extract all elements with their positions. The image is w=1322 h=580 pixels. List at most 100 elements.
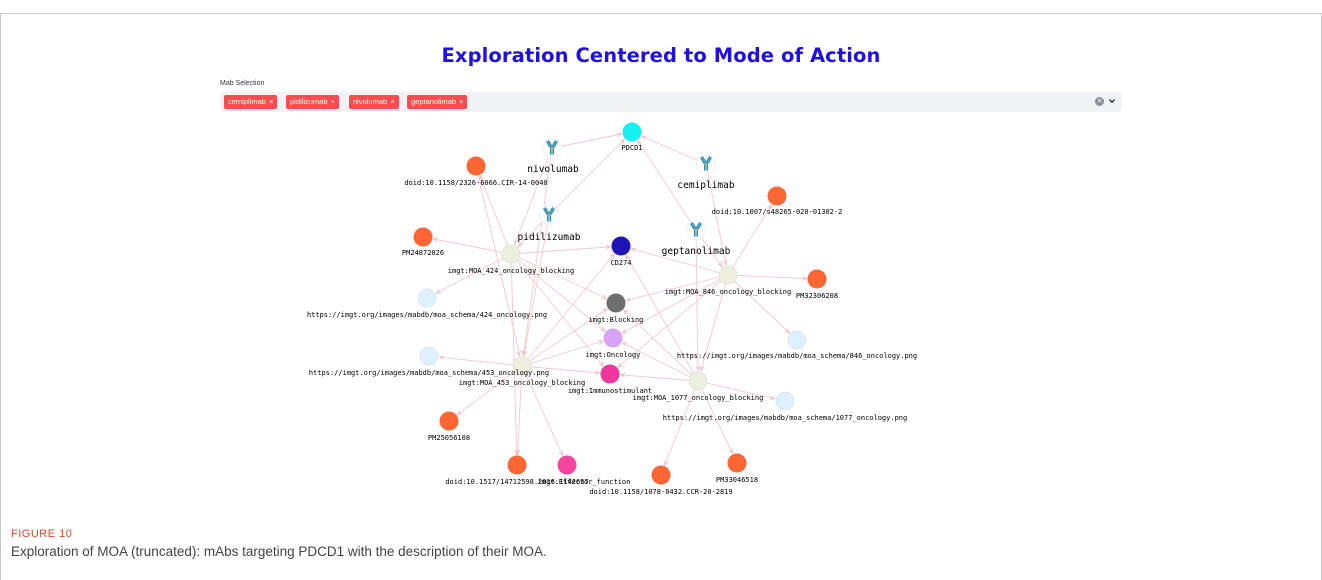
edge-arrowhead — [516, 350, 521, 357]
node-label-cemiplimab: cemiplimab — [677, 180, 734, 191]
node-label-url-846: https://imgt.org/images/mabdb/moa_schema… — [677, 352, 917, 360]
edge-arrowhead — [621, 328, 628, 334]
antibody-icon[interactable] — [696, 154, 716, 174]
chip-nivolumab[interactable]: nivolumab× — [349, 95, 399, 109]
graph-edge — [521, 302, 617, 367]
graph-edge — [521, 337, 614, 367]
chip-remove-icon[interactable]: × — [390, 97, 395, 106]
chip-geptanolimab[interactable]: geptanolimab× — [407, 95, 468, 109]
edge-arrowhead — [435, 289, 442, 294]
antibody-hinge — [703, 163, 709, 165]
graph-node-ref-doi-ccr[interactable] — [651, 465, 671, 485]
graph-edge — [620, 245, 699, 382]
antibody-chain — [701, 156, 707, 163]
graph-node-ref-doi-s48265[interactable] — [767, 186, 787, 206]
graph-edge — [697, 380, 738, 464]
graph-node-ref-doi-cir[interactable] — [466, 156, 486, 176]
graph-edge — [551, 131, 633, 149]
graph-edge — [521, 365, 611, 375]
graph-node-moa-424[interactable] — [501, 244, 521, 264]
edge-arrowhead — [619, 139, 625, 145]
edge-arrowhead — [699, 365, 705, 372]
edge-arrowhead — [598, 340, 604, 345]
graph-node-cd274[interactable] — [611, 236, 631, 256]
graph-node-ref-pm32306208[interactable] — [807, 269, 827, 289]
graph-node-oncology[interactable] — [603, 328, 623, 348]
node-label-ref-doi-1517: doid:10.1517/14712598.2016.1142637 — [445, 478, 588, 486]
graph-node-url-846[interactable] — [787, 330, 807, 350]
labels-layer: PDCD1CD274nivolumabcemiplimabpidilizumab… — [307, 144, 917, 496]
graph-node-moa-1077[interactable] — [688, 371, 708, 391]
edge-arrowhead — [609, 253, 615, 259]
antibody-icon[interactable] — [542, 138, 562, 158]
chip-label: cemiplimab — [228, 97, 266, 106]
antibody-chain — [543, 208, 548, 215]
graph-node-ref-pm33046518[interactable] — [727, 453, 747, 473]
graph-edge — [475, 165, 523, 367]
edge-arrowhead — [479, 175, 484, 181]
edge-arrowhead — [617, 362, 623, 368]
chip-remove-icon[interactable]: × — [459, 97, 464, 106]
node-label-blocking: imgt:Blocking — [589, 316, 644, 324]
graph-edge — [510, 253, 614, 339]
chip-remove-icon[interactable]: × — [330, 97, 335, 106]
figure-caption: Exploration of MOA (truncated): mAbs tar… — [11, 544, 547, 559]
graph-edge — [609, 274, 729, 375]
node-label-pdcd1: PDCD1 — [621, 144, 642, 152]
edge-arrowhead — [664, 460, 669, 466]
graph-node-function[interactable] — [557, 455, 577, 475]
chip-pidilizumab[interactable]: pidilizumab× — [286, 95, 339, 109]
clear-circle-icon[interactable]: ✕ — [1095, 97, 1104, 106]
edge-arrowhead — [641, 135, 647, 141]
node-label-url-424: https://imgt.org/images/mabdb/moa_schema… — [307, 311, 547, 319]
graph-node-ref-pm24872026[interactable] — [413, 227, 433, 247]
chip-remove-icon[interactable]: × — [268, 97, 274, 106]
graph-edge — [697, 380, 786, 402]
node-label-ref-pm25056108: PM25056108 — [428, 434, 470, 442]
graph-node-ref-pm25056108[interactable] — [439, 411, 459, 431]
figure-number: FIGURE 10 — [11, 528, 73, 540]
node-label-url-1077: https://imgt.org/images/mabdb/moa_schema… — [663, 414, 907, 422]
graph-edge — [521, 214, 550, 367]
edge-arrowhead — [600, 326, 606, 332]
edge-arrowhead — [602, 308, 608, 314]
graph-edge — [609, 373, 699, 382]
antibody-icon[interactable] — [539, 205, 559, 225]
graph-edge — [631, 131, 707, 165]
frame-top-border — [0, 13, 1322, 14]
edge-arrowhead — [767, 204, 772, 210]
graph-node-url-453[interactable] — [419, 346, 439, 366]
edge-arrowhead — [695, 365, 701, 371]
graph-node-url-1077[interactable] — [775, 391, 795, 411]
chip-cemiplimab[interactable]: cemiplimab× — [224, 95, 278, 109]
graph-node-url-424[interactable] — [417, 288, 437, 308]
graph-node-ref-doi-1517[interactable] — [507, 455, 527, 475]
graph-edge — [510, 253, 518, 466]
graph-node-blocking[interactable] — [606, 293, 626, 313]
graph-edge — [615, 302, 699, 382]
graph-node-moa-453[interactable] — [512, 356, 532, 376]
edge-arrowhead — [457, 410, 463, 415]
graph-edge — [521, 245, 622, 367]
edge-arrowhead — [598, 361, 604, 367]
edge-arrowhead — [637, 140, 643, 146]
antibody-icon[interactable] — [686, 220, 706, 240]
graph-node-immunostimulant[interactable] — [600, 364, 620, 384]
edge-arrowhead — [518, 241, 524, 247]
graph-edge — [705, 163, 729, 276]
graph-node-pdcd1[interactable] — [622, 122, 642, 142]
chevron-down-icon[interactable] — [1107, 96, 1117, 106]
mab-multiselect[interactable]: cemiplimab× pidilizumab× nivolumab× gept… — [220, 92, 1122, 112]
graph-edge — [422, 236, 512, 255]
graph-edge — [727, 195, 778, 276]
node-label-cd274: CD274 — [610, 259, 631, 267]
antibody-hinge — [549, 147, 555, 149]
antibody-chain — [551, 140, 557, 147]
nodes-layer — [413, 122, 827, 485]
edge-arrowhead — [514, 449, 519, 455]
mab-selection-label: Mab Selection — [220, 80, 265, 87]
graph-node-moa-846[interactable] — [718, 265, 738, 285]
network-graph[interactable]: PDCD1CD274nivolumabcemiplimabpidilizumab… — [0, 0, 1322, 528]
graph-edge — [510, 253, 611, 375]
edge-arrowhead — [622, 342, 628, 347]
